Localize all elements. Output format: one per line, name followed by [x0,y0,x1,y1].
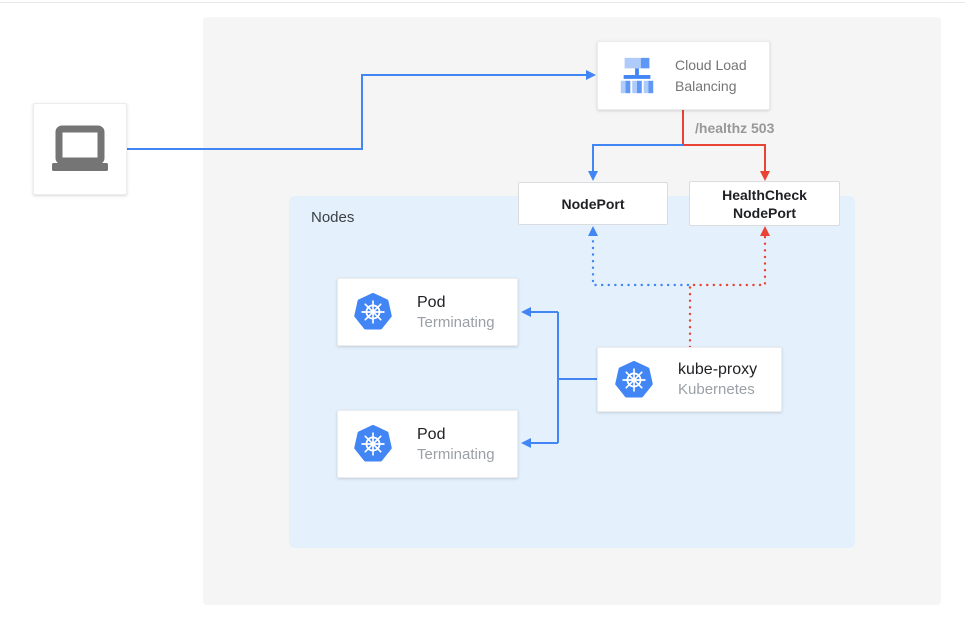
edge-kubeproxy-to-healthcheck-nodeport [688,235,767,349]
healthz-503-label: /healthz 503 [695,120,775,136]
healthcheck-nodeport-label: HealthCheck NodePort [722,186,807,221]
kube-proxy-text: kube-proxy Kubernetes [678,359,757,400]
nodeport-label: NodePort [561,195,625,212]
laptop-icon [52,125,108,171]
arrowhead-into-nodeport [588,171,598,181]
kubernetes-icon [354,292,392,330]
kube-proxy-subtitle: Kubernetes [678,381,755,398]
top-divider [0,2,965,3]
healthcheck-nodeport-node: HealthCheck NodePort [689,181,840,226]
pod-node-2: Pod Terminating [337,410,518,478]
edge-clb-to-nodeport [592,144,683,172]
pod-node-1: Pod Terminating [337,278,518,346]
nodes-label: Nodes [311,209,355,226]
arrowhead-into-pod-2 [521,438,531,448]
edge-client-to-clb [127,74,586,150]
arrowhead-into-pod-1 [521,307,531,317]
pod-title: Pod [417,293,446,311]
cloud-load-balancing-node: Cloud Load Balancing [597,41,770,110]
client-node [33,103,127,195]
edge-kubeproxy-to-pods [531,311,597,444]
pod-title: Pod [417,425,446,443]
pod-status: Terminating [417,313,495,331]
kubernetes-icon [354,424,392,462]
cloud-load-balancing-label: Cloud Load Balancing [675,56,747,94]
pod-text: Pod Terminating [417,292,495,333]
arrowhead-up-healthcheck-nodeport [760,226,770,236]
edge-clb-to-healthcheck-nodeport [682,110,766,172]
kube-proxy-node: kube-proxy Kubernetes [597,347,782,412]
arrowhead-up-nodeport [588,226,598,236]
pod-status: Terminating [417,445,495,463]
edge-kubeproxy-to-nodeport [591,235,690,287]
cloud-load-balancing-icon [620,57,654,93]
arrowhead-into-healthcheck-nodeport [760,171,770,181]
arrowhead-into-clb [586,70,596,80]
kube-proxy-title: kube-proxy [678,361,758,378]
pod-text: Pod Terminating [417,424,495,465]
nodeport-node: NodePort [518,182,668,225]
kubernetes-icon [615,360,653,397]
